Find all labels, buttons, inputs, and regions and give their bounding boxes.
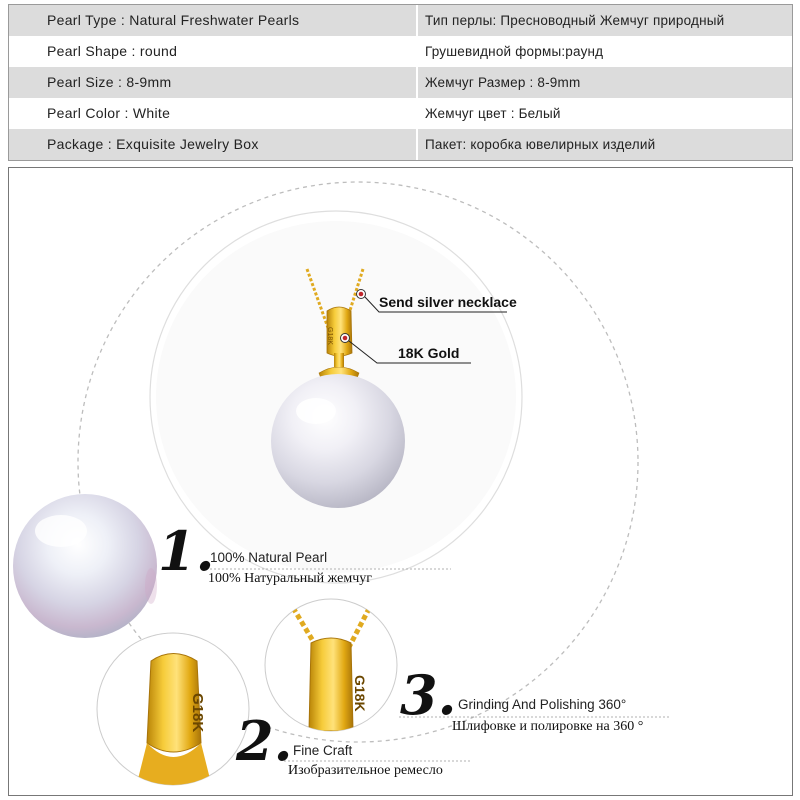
gold-bail — [326, 306, 353, 357]
feature-pearl-closeup — [13, 494, 157, 638]
feature-2-ru: Изобразительное ремесло — [288, 763, 443, 778]
callout-marker-chain — [358, 291, 364, 297]
spec-row-package: Package : Exquisite Jewelry Box Пакет: к… — [9, 129, 792, 160]
column-divider — [416, 5, 418, 160]
feature-3-ru: Шлифовке и полировке на 360 ° — [452, 719, 644, 734]
svg-text:G18K: G18K — [352, 675, 368, 712]
spec-row-shape: Pearl Shape : round Грушевидной формы:ра… — [9, 36, 792, 67]
spec-package-en: Package : Exquisite Jewelry Box — [47, 136, 259, 152]
callout-18k-gold: 18K Gold — [398, 345, 460, 361]
spec-color-ru: Жемчуг цвет : Белый — [425, 106, 561, 121]
spec-size-en: Pearl Size : 8-9mm — [47, 74, 172, 90]
orbit-dashed-circle — [77, 181, 639, 743]
feature-1-ru: 100% Натуральный жемчуг — [208, 571, 373, 586]
feature-3-number: 3. — [400, 663, 457, 727]
feature-3-en: Grinding And Polishing 360° — [458, 697, 627, 712]
spec-shape-en: Pearl Shape : round — [47, 43, 178, 59]
spec-table: Pearl Type : Natural Freshwater Pearls Т… — [8, 4, 793, 161]
main-pearl — [271, 374, 405, 508]
product-illustration: G18K G18K G18K — [13, 181, 669, 786]
spec-row-color: Pearl Color : White Жемчуг цвет : Белый — [9, 98, 792, 129]
feature-1-en: 100% Natural Pearl — [210, 550, 328, 565]
callout-silver-necklace: Send silver necklace — [379, 294, 517, 310]
feature-1-number: 1. — [158, 519, 215, 583]
bail-engraving: G18K — [326, 327, 333, 345]
spec-color-en: Pearl Color : White — [47, 105, 171, 121]
callout-marker-gold — [342, 335, 348, 341]
spec-type-ru: Тип перлы: Пресноводный Жемчуг природный — [425, 13, 725, 28]
spec-shape-ru: Грушевидной формы:раунд — [425, 44, 604, 59]
product-panel: G18K G18K G18K — [8, 167, 793, 796]
spec-row-size: Pearl Size : 8-9mm Жемчуг Размер : 8-9mm — [9, 67, 792, 98]
spec-row-type: Pearl Type : Natural Freshwater Pearls Т… — [9, 5, 792, 36]
feature-2-en: Fine Craft — [293, 743, 353, 758]
spec-type-en: Pearl Type : Natural Freshwater Pearls — [47, 12, 300, 28]
svg-text:G18K: G18K — [189, 693, 206, 732]
spec-package-ru: Пакет: коробка ювелирных изделий — [425, 137, 656, 152]
feature-2-number: 2. — [236, 709, 293, 773]
spec-size-ru: Жемчуг Размер : 8-9mm — [425, 75, 581, 90]
